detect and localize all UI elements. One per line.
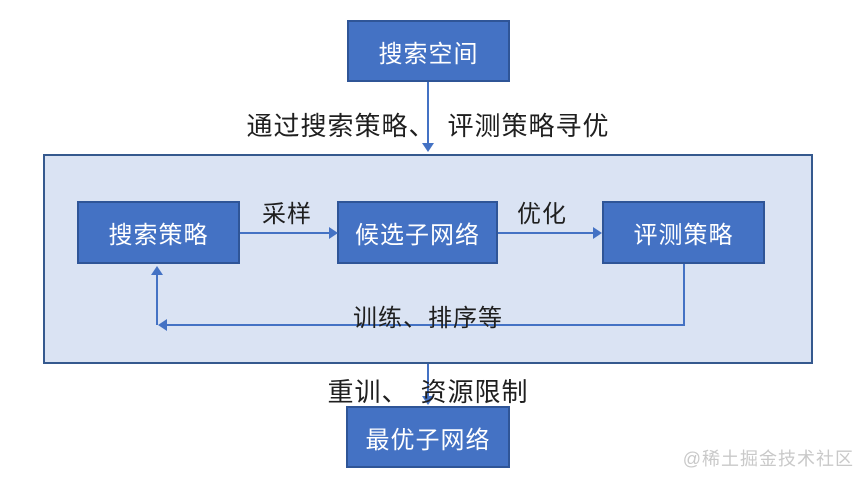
arrowhead-down-icon — [422, 143, 434, 152]
edge-label-feedback: 训练、排序等 — [353, 305, 503, 332]
node-optimal-subnet: 最优子网络 — [346, 406, 510, 468]
arrowhead-right-icon — [329, 227, 338, 239]
edge-optimize — [498, 232, 593, 234]
edge-feedback-down — [683, 264, 685, 325]
node-candidate-subnet: 候选子网络 — [337, 201, 498, 264]
edge-label-optimize: 优化 — [517, 201, 567, 228]
node-search-space-label: 搜索空间 — [378, 40, 479, 68]
edge-label-top: 通过搜索策略、 评测策略寻优 — [246, 106, 609, 143]
edge-container-to-optimal — [427, 364, 429, 396]
arrowhead-down-icon — [422, 396, 434, 405]
node-search-strategy-label: 搜索策略 — [108, 222, 209, 249]
node-optimal-subnet-label: 最优子网络 — [365, 426, 491, 454]
watermark: @稀土掘金技术社区 — [682, 449, 854, 469]
arrowhead-left-icon — [158, 319, 167, 331]
node-eval-strategy-label: 评测策略 — [633, 222, 734, 249]
edge-feedback-horizontal — [167, 324, 685, 326]
edge-label-top-left: 通过搜索策略、 — [246, 111, 436, 141]
edge-searchspace-to-container — [427, 82, 429, 143]
edge-label-bottom-left: 重训、 — [327, 377, 409, 407]
edge-sampling — [240, 232, 329, 234]
node-candidate-subnet-label: 候选子网络 — [355, 222, 480, 249]
edge-label-bottom: 重训、 资源限制 — [327, 372, 528, 409]
arrowhead-up-icon — [151, 266, 163, 275]
node-search-strategy: 搜索策略 — [77, 201, 240, 264]
node-eval-strategy: 评测策略 — [602, 201, 765, 264]
node-search-space: 搜索空间 — [347, 20, 510, 82]
edge-label-bottom-right: 资源限制 — [420, 377, 529, 407]
arrowhead-right-icon — [593, 227, 602, 239]
edge-feedback-up — [156, 274, 158, 325]
edge-label-sampling: 采样 — [262, 201, 312, 228]
edge-label-top-right: 评测策略寻优 — [447, 111, 610, 141]
